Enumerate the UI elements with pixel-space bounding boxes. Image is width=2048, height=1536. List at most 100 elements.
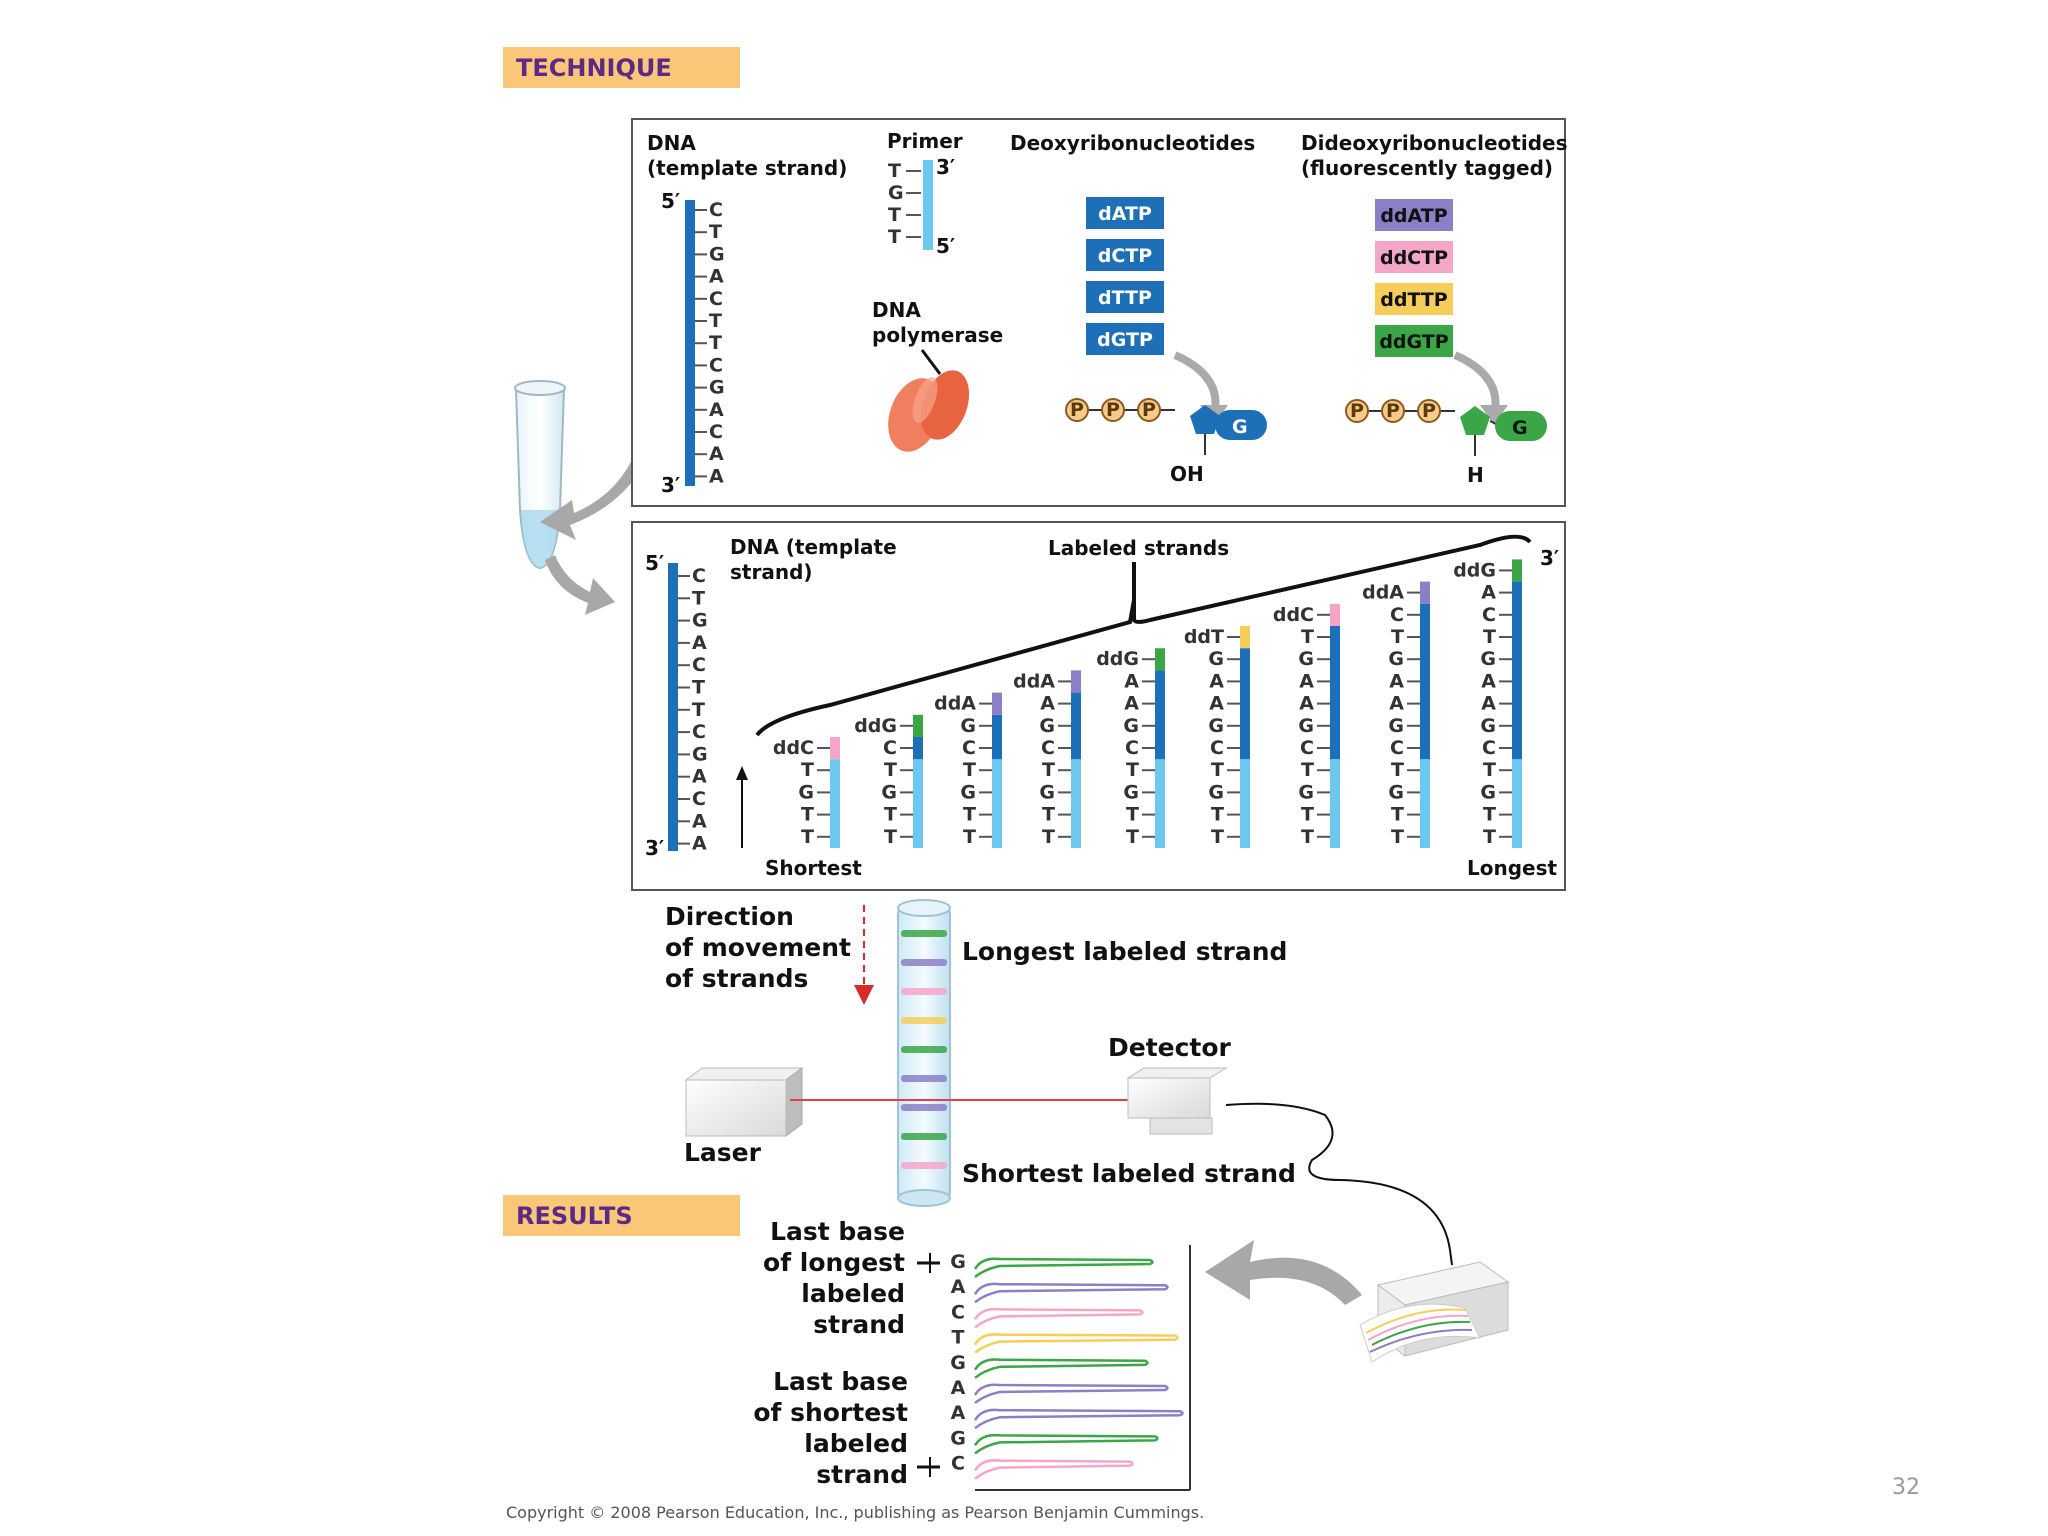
strand-base: C	[1210, 737, 1224, 759]
strand-base: C	[962, 737, 976, 759]
p2-template-base: T	[692, 699, 705, 721]
strand-base: A	[1124, 670, 1139, 692]
phosphate-label: P	[1350, 400, 1364, 422]
technique-header-bg	[503, 47, 740, 88]
primer-base: T	[888, 160, 901, 182]
last-base-shortest-line3: labeled	[804, 1429, 908, 1458]
polymerase-label-line2: polymerase	[872, 323, 1003, 347]
template-base: A	[709, 399, 724, 421]
dntp-label: dTTP	[1098, 287, 1152, 309]
strand-base: A	[1299, 670, 1314, 692]
strand-tag-label: ddA	[1362, 582, 1404, 604]
strand-base: T	[884, 759, 897, 781]
column-band	[901, 930, 947, 937]
strand-base: T	[1042, 759, 1055, 781]
template-base: C	[709, 354, 723, 376]
strand-base: A	[1481, 582, 1496, 604]
strand-primer-segment	[1240, 759, 1250, 848]
primer-base: T	[888, 226, 901, 248]
strand-base: T	[1042, 826, 1055, 848]
strand-base: A	[1389, 670, 1404, 692]
strand-primer-segment	[1420, 759, 1430, 848]
column-band	[901, 1075, 947, 1082]
strand-base: A	[1481, 693, 1496, 715]
strand-base: T	[1391, 626, 1404, 648]
strand-base: A	[1040, 693, 1055, 715]
strand-base: T	[1391, 804, 1404, 826]
result-base: G	[950, 1352, 966, 1374]
strand-tag-segment	[1330, 603, 1340, 626]
strand-base: A	[1481, 670, 1496, 692]
strand-tag-label: ddG	[1453, 559, 1496, 581]
column-band	[901, 1017, 947, 1024]
dna-label: DNA	[647, 131, 696, 155]
strand-synthesized-segment	[913, 737, 923, 760]
phosphate-label: P	[1422, 400, 1436, 422]
strand-tag-segment	[1071, 670, 1081, 693]
template-base: C	[709, 199, 723, 221]
result-peak	[973, 1408, 1184, 1430]
strand-tag-label: ddC	[1273, 604, 1314, 626]
longest-label: Longest	[1467, 856, 1558, 880]
strand-tag-segment	[1240, 626, 1250, 649]
ddntp-chip	[1375, 283, 1453, 315]
strand-base: C	[1390, 737, 1404, 759]
strand-base: C	[1482, 604, 1496, 626]
p2-template-label-line1: DNA (template	[730, 535, 897, 559]
labeled-strands-panel	[631, 521, 1566, 891]
ddntp-title-line1: Dideoxyribonucleotides	[1301, 131, 1567, 155]
strand-base: G	[1480, 715, 1496, 737]
phosphate-icon	[1417, 399, 1441, 423]
primer-five-prime: 5′	[936, 234, 955, 258]
ddntp-label: ddATP	[1380, 205, 1447, 227]
direction-line2: of movement	[665, 933, 851, 962]
strand-base: G	[1039, 781, 1055, 803]
strand-base: T	[1211, 759, 1224, 781]
strand-base: C	[1125, 737, 1139, 759]
strand-base: A	[1209, 693, 1224, 715]
strand-synthesized-segment	[1420, 603, 1430, 760]
last-base-longest-line4: strand	[813, 1310, 905, 1339]
strand-primer-segment	[1512, 759, 1522, 848]
phosphate-label: P	[1070, 399, 1084, 421]
printer-to-results-arrow	[1205, 1240, 1362, 1305]
dntp-label: dCTP	[1098, 245, 1153, 267]
strand-tag-label: ddA	[1013, 670, 1055, 692]
primer-base: T	[888, 204, 901, 226]
result-base: G	[950, 1427, 966, 1449]
strand-base: T	[1211, 826, 1224, 848]
strand-base: T	[1301, 759, 1314, 781]
p2-template-base: A	[692, 632, 707, 654]
template-base: C	[709, 421, 723, 443]
ddntp-label: ddTTP	[1380, 289, 1448, 311]
three-prime-label: 3′	[661, 473, 680, 497]
ddntp-title-line2: (fluorescently tagged)	[1301, 156, 1553, 180]
longest-labeled-strand-label: Longest labeled strand	[962, 937, 1287, 966]
strand-tag-label: ddA	[934, 693, 976, 715]
p2-template-base: A	[692, 833, 707, 855]
dntp-chip	[1086, 239, 1164, 271]
strand-primer-segment	[992, 759, 1002, 848]
template-strand-bar	[685, 200, 695, 486]
p2-template-base: T	[692, 677, 705, 699]
capillary-column	[897, 899, 951, 1207]
polymerase-label-line1: DNA	[872, 298, 921, 322]
phosphate-label: P	[1142, 399, 1156, 421]
p2-template-base: A	[692, 766, 707, 788]
ddntp-base-g: G	[1512, 417, 1528, 439]
strand-base: T	[1126, 759, 1139, 781]
results-header-bg	[503, 1195, 740, 1236]
strand-base: T	[1301, 804, 1314, 826]
strand-tag-segment	[992, 692, 1002, 715]
strand-base: T	[963, 804, 976, 826]
strand-base: C	[1041, 737, 1055, 759]
phosphate-label: P	[1386, 400, 1400, 422]
direction-line1: Direction	[665, 902, 794, 931]
strand-base: T	[963, 759, 976, 781]
strand-tag-label: ddG	[1096, 648, 1139, 670]
p2-template-base: G	[692, 743, 708, 765]
